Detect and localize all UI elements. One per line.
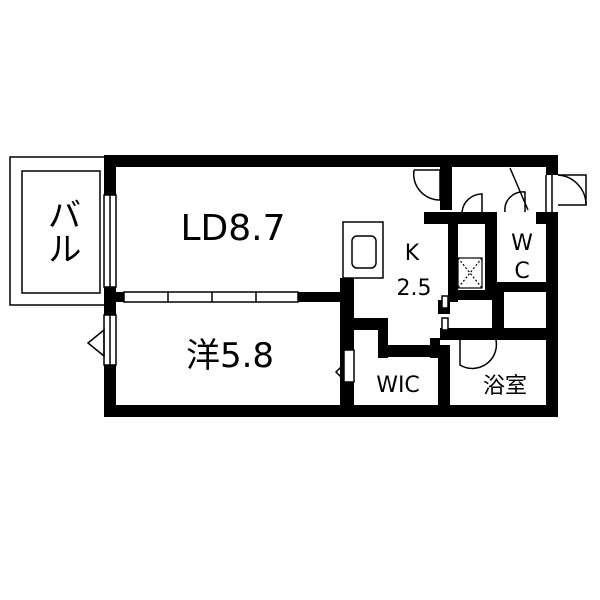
walls (104, 155, 558, 417)
ld-label: LD8.7 (180, 208, 285, 249)
wc-c-label: C (514, 259, 529, 284)
western-label: 洋5.8 (186, 336, 274, 376)
wc-w-label: W (511, 231, 533, 256)
wic-label: WIC (376, 373, 420, 398)
kitchen-sink (342, 221, 384, 279)
doors (86, 167, 587, 383)
balcony-label: バル (41, 197, 81, 265)
kitchen-k-label: K (405, 241, 420, 266)
windows (103, 194, 117, 366)
sliding-partition (123, 291, 299, 303)
washer-spot (457, 257, 483, 289)
bath-label: 浴室 (483, 374, 527, 399)
kitchen-size-label: 2.5 (397, 276, 432, 301)
